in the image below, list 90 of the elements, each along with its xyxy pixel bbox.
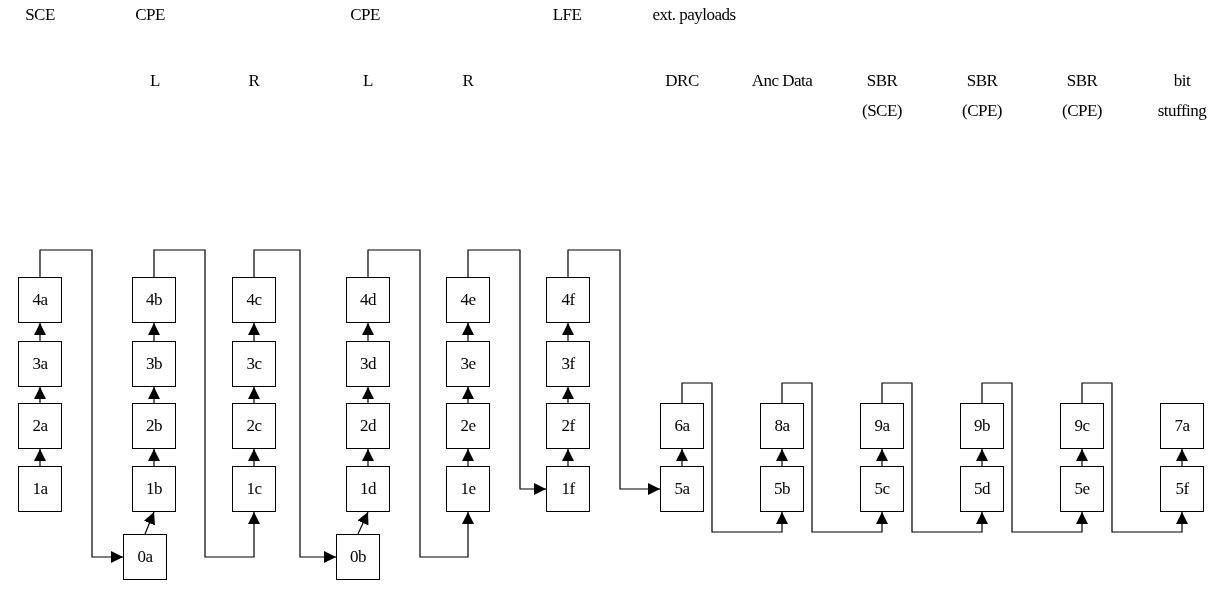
arrow bbox=[34, 448, 46, 467]
column-label: SBR (CPE) bbox=[961, 70, 1003, 122]
arrow bbox=[876, 448, 888, 467]
arrow bbox=[367, 249, 474, 558]
arrow bbox=[34, 322, 46, 342]
block-box: 2b bbox=[132, 403, 176, 449]
block-box: 1f bbox=[546, 466, 590, 512]
arrow bbox=[362, 386, 374, 404]
block-box: 5c bbox=[860, 466, 904, 512]
column-label: SCE bbox=[24, 4, 56, 26]
block-box: 8a bbox=[760, 403, 804, 449]
block-box: 5d bbox=[960, 466, 1004, 512]
column-label: R bbox=[247, 70, 261, 92]
arrow bbox=[148, 448, 160, 467]
block-box: 9a bbox=[860, 403, 904, 449]
block-box: 1b bbox=[132, 466, 176, 512]
block-box: 2c bbox=[232, 403, 276, 449]
block-box: 5b bbox=[760, 466, 804, 512]
arrow bbox=[143, 511, 155, 535]
block-box: 2a bbox=[18, 403, 62, 449]
arrow bbox=[1076, 448, 1088, 467]
block-box: 3d bbox=[346, 341, 390, 387]
arrow bbox=[248, 322, 260, 342]
arrow bbox=[567, 249, 661, 495]
block-box: 6a bbox=[660, 403, 704, 449]
arrow bbox=[981, 382, 1088, 533]
arrow bbox=[148, 386, 160, 404]
arrow bbox=[248, 448, 260, 467]
column-label: bit stuffing bbox=[1156, 70, 1208, 122]
arrow bbox=[781, 382, 888, 533]
arrow bbox=[976, 448, 988, 467]
arrow bbox=[681, 382, 788, 533]
arrow bbox=[148, 322, 160, 342]
block-box: 0b bbox=[336, 534, 380, 580]
block-box: 3e bbox=[446, 341, 490, 387]
block-box: 1a bbox=[18, 466, 62, 512]
arrow bbox=[462, 386, 474, 404]
block-box: 1e bbox=[446, 466, 490, 512]
arrow bbox=[248, 386, 260, 404]
arrow bbox=[253, 249, 337, 563]
block-box: 2e bbox=[446, 403, 490, 449]
block-box: 3a bbox=[18, 341, 62, 387]
arrow bbox=[676, 448, 688, 467]
block-box: 9c bbox=[1060, 403, 1104, 449]
block-box: 5e bbox=[1060, 466, 1104, 512]
block-box: 4b bbox=[132, 277, 176, 323]
block-box: 3b bbox=[132, 341, 176, 387]
block-box: 5a bbox=[660, 466, 704, 512]
arrow bbox=[362, 448, 374, 467]
column-label: DRC bbox=[664, 70, 700, 92]
arrow bbox=[562, 448, 574, 467]
column-label: L bbox=[362, 70, 374, 92]
block-box: 4e bbox=[446, 277, 490, 323]
block-box: 4f bbox=[546, 277, 590, 323]
block-box: 4d bbox=[346, 277, 390, 323]
column-label: LFE bbox=[551, 4, 583, 26]
column-label: CPE bbox=[134, 4, 166, 26]
block-box: 3f bbox=[546, 341, 590, 387]
arrow bbox=[467, 249, 547, 495]
block-box: 3c bbox=[232, 341, 276, 387]
block-box: 2d bbox=[346, 403, 390, 449]
column-label: SBR (CPE) bbox=[1061, 70, 1103, 122]
block-box: 4c bbox=[232, 277, 276, 323]
arrow bbox=[462, 448, 474, 467]
block-box: 5f bbox=[1160, 466, 1204, 512]
arrow bbox=[362, 322, 374, 342]
block-box: 9b bbox=[960, 403, 1004, 449]
arrow bbox=[357, 511, 369, 535]
column-label: SBR (SCE) bbox=[861, 70, 903, 122]
block-box: 2f bbox=[546, 403, 590, 449]
arrow bbox=[562, 322, 574, 342]
block-box: 4a bbox=[18, 277, 62, 323]
block-box: 1d bbox=[346, 466, 390, 512]
block-box: 1c bbox=[232, 466, 276, 512]
arrow bbox=[153, 249, 260, 558]
arrow bbox=[39, 249, 124, 563]
arrow bbox=[34, 386, 46, 404]
block-box: 0a bbox=[123, 534, 167, 580]
block-box: 7a bbox=[1160, 403, 1204, 449]
column-label: L bbox=[149, 70, 161, 92]
column-label: ext. payloads bbox=[651, 4, 737, 26]
arrow bbox=[462, 322, 474, 342]
arrow bbox=[881, 382, 988, 533]
column-label: R bbox=[461, 70, 475, 92]
arrow bbox=[1176, 448, 1188, 467]
arrow bbox=[776, 448, 788, 467]
arrow bbox=[1081, 382, 1188, 533]
arrow bbox=[562, 386, 574, 404]
column-label: Anc Data bbox=[750, 70, 814, 92]
column-label: CPE bbox=[349, 4, 381, 26]
